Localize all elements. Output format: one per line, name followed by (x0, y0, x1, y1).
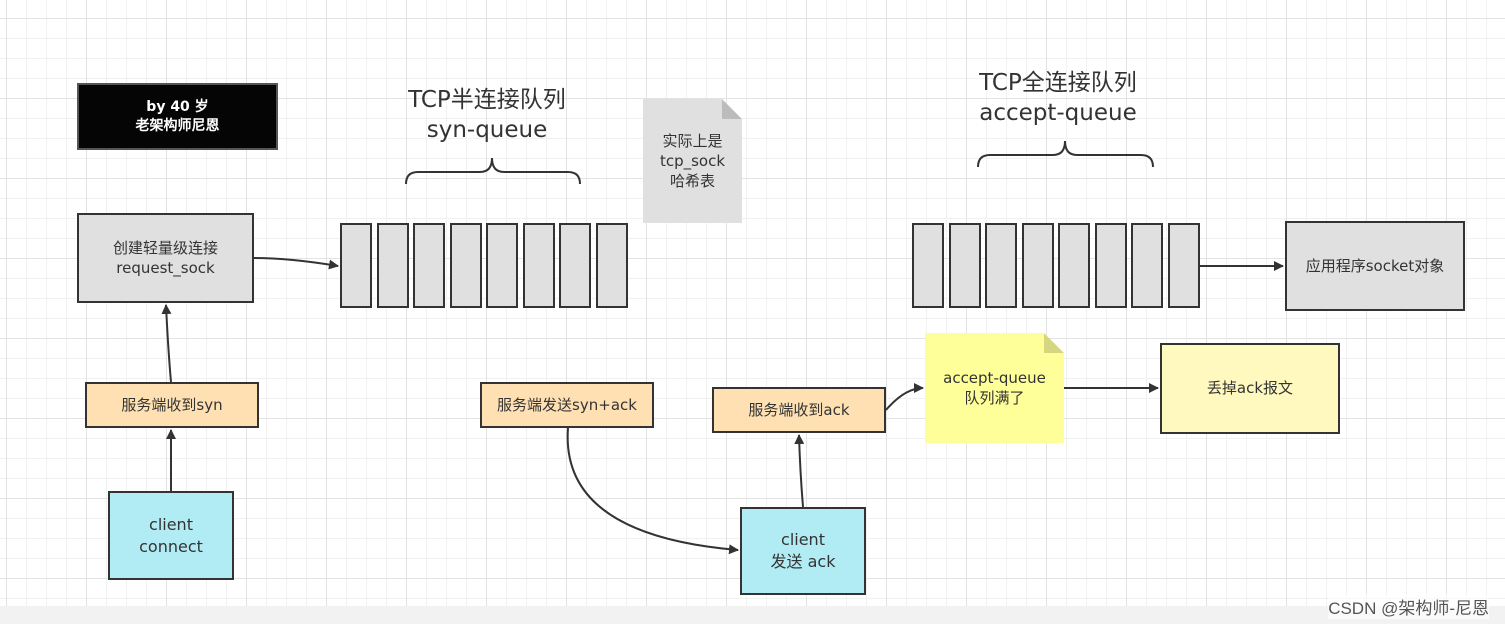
arrow-create-to-syn-queue (253, 257, 339, 270)
server-send-synack-box: 服务端发送syn+ack (480, 382, 654, 428)
syn-queue-slot (449, 223, 482, 308)
csdn-watermark: CSDN @架构师-尼恩 (1328, 594, 1489, 619)
syn-queue-slot (595, 223, 628, 308)
accept-queue-slot (985, 223, 1017, 308)
accept-queue-full-note: accept-queue 队列满了 (925, 333, 1064, 443)
client-send-ack-box: client 发送 ack (740, 507, 866, 595)
hash-table-note: 实际上是 tcp_sock 哈希表 (643, 99, 742, 223)
syn-queue-slot (486, 223, 518, 308)
syn-queue-slot (559, 223, 591, 308)
drop-ack-box: 丢掉ack报文 (1160, 343, 1340, 434)
accept-queue-slot (1021, 223, 1054, 308)
arrow-client-ack-to-recv-ack (794, 434, 805, 508)
accept-queue-slot (1058, 223, 1090, 308)
syn-queue-slot (413, 223, 445, 308)
accept-queue-brace (977, 140, 1154, 168)
accept-queue-slot (1094, 223, 1127, 308)
app-socket-box: 应用程序socket对象 (1285, 221, 1465, 311)
author-badge: by 40 岁 老架构师尼恩 (77, 83, 278, 150)
server-recv-syn-box: 服务端收到syn (85, 382, 259, 428)
arrow-synack-to-client-ack (566, 427, 739, 555)
page-footer-bar (0, 606, 1505, 624)
accept-queue-slot (1167, 223, 1200, 308)
accept-queue-title: TCP全连接队列 accept-queue (979, 70, 1137, 126)
accept-queue-slot (1131, 223, 1163, 308)
accept-queue-slot (948, 223, 981, 308)
server-recv-ack-box: 服务端收到ack (712, 387, 886, 433)
syn-queue-slot (376, 223, 409, 308)
create-request-sock-box: 创建轻量级连接 request_sock (77, 213, 254, 303)
syn-queue-slot (522, 223, 555, 308)
syn-queue-title: TCP半连接队列 syn-queue (408, 87, 566, 143)
arrow-recv-syn-to-create (161, 304, 172, 383)
syn-queue-slot (340, 223, 372, 308)
client-connect-box: client connect (108, 491, 234, 580)
arrow-recv-ack-to-full (885, 383, 924, 411)
accept-queue-slot (912, 223, 944, 308)
syn-queue-brace (405, 157, 581, 185)
